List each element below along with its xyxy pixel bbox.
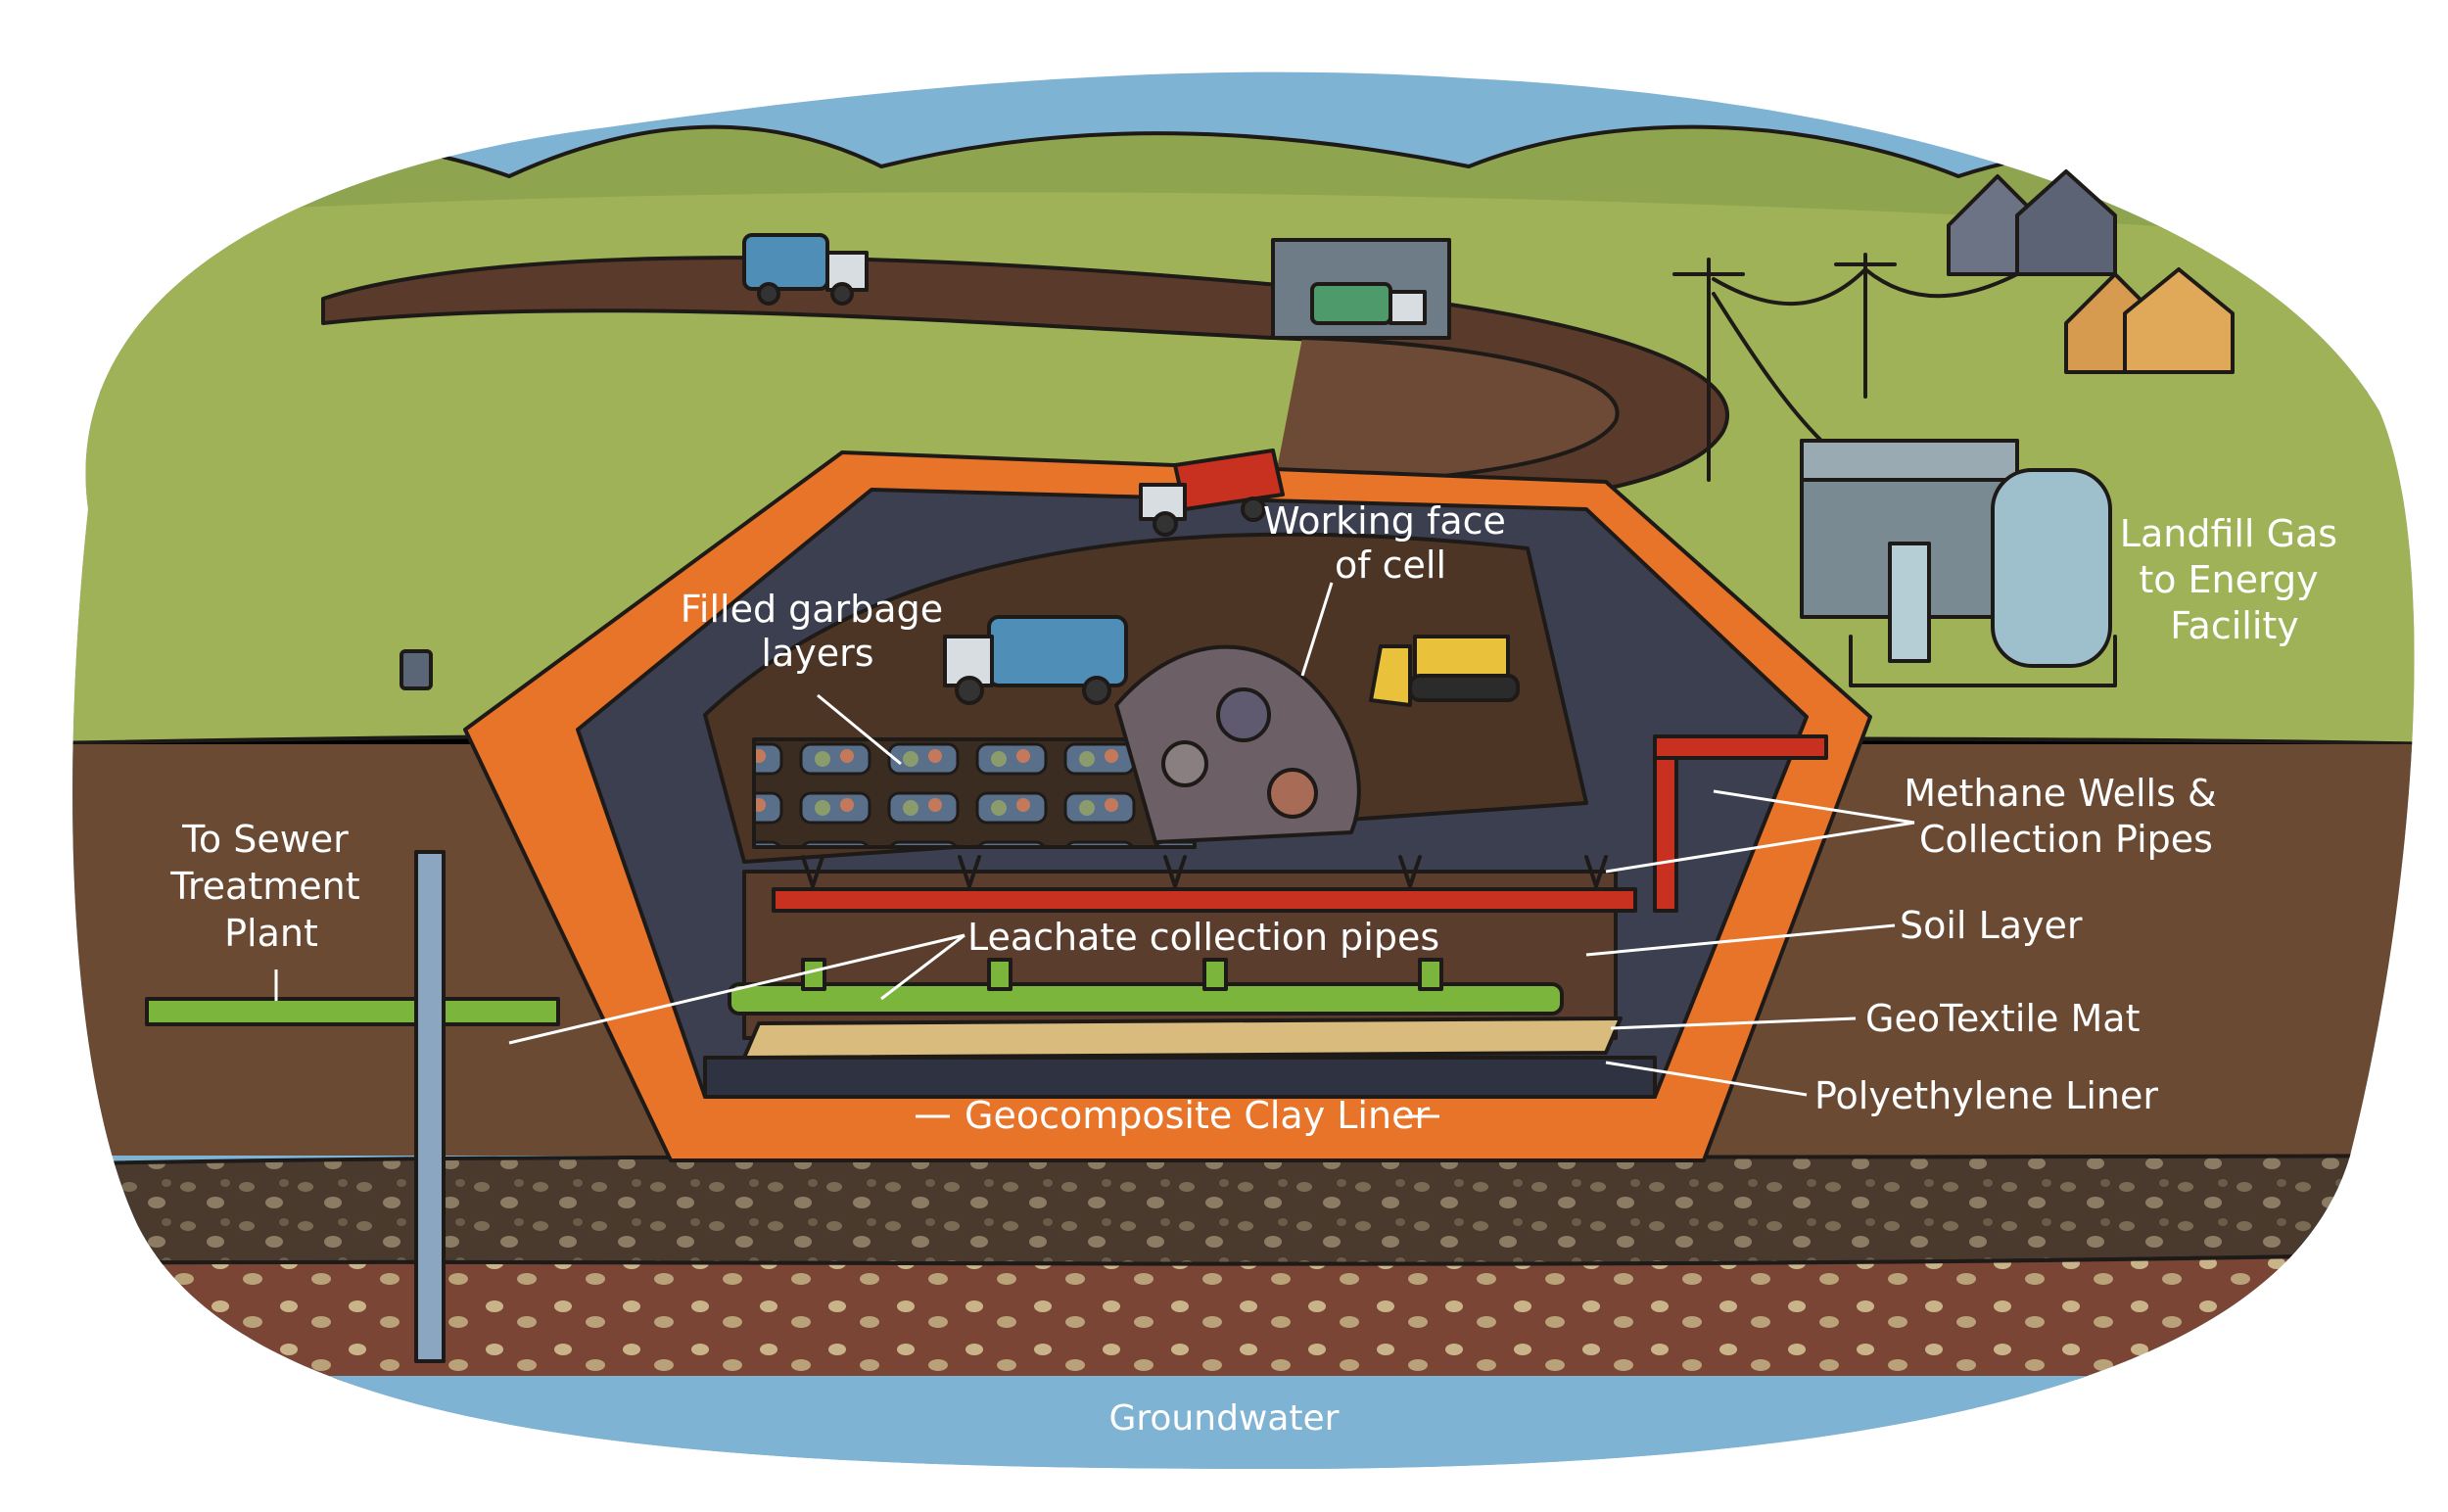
leachate-label: Leachate collection pipes xyxy=(967,916,1439,959)
power-lines xyxy=(1672,253,2019,482)
trash-can xyxy=(400,649,433,690)
filled-garbage-leader xyxy=(817,693,902,766)
methane-well xyxy=(1398,855,1422,888)
geotextile-mat xyxy=(742,1016,1623,1060)
filled-garbage-cells xyxy=(752,737,1197,849)
leachate-riser xyxy=(1202,958,1228,991)
methane-well xyxy=(801,855,824,888)
methane-collection-pipe xyxy=(772,887,1637,913)
garbage-truck-station xyxy=(1271,238,1451,340)
leachate-riser xyxy=(1418,958,1443,991)
sewer-outflow-pipe xyxy=(145,997,560,1026)
leachate-riser xyxy=(801,958,826,991)
leachate-pipe xyxy=(728,982,1564,1016)
compactor-truck xyxy=(943,615,1128,705)
methane-header-pipe xyxy=(1653,734,1828,760)
sewer-label: To Sewer Treatment Plant xyxy=(169,818,371,955)
soil-layer-label: Soil Layer xyxy=(1900,904,2083,947)
rock-stratum xyxy=(72,1154,2415,1266)
working-face-label: Working face of cell xyxy=(1263,499,1518,587)
methane-well xyxy=(958,855,981,888)
rock xyxy=(1216,687,1271,742)
methane-riser-pipe xyxy=(1653,742,1678,913)
dump-truck xyxy=(1139,449,1285,537)
pit-floor xyxy=(703,1056,1657,1099)
methane-well xyxy=(1584,855,1608,888)
filled-garbage-label: Filled garbage layers xyxy=(681,588,955,675)
methane-label: Methane Wells & Collection Pipes xyxy=(1904,772,2228,861)
leachate-leader xyxy=(508,933,965,1045)
rock xyxy=(1161,740,1208,787)
polyethylene-label: Polyethylene Liner xyxy=(1814,1074,2158,1117)
clay-stratum xyxy=(72,1252,2415,1384)
rock xyxy=(1267,768,1318,819)
geotextile-leader xyxy=(1610,1016,1857,1030)
houses xyxy=(1947,169,2235,374)
polyethylene-leader xyxy=(1605,1061,1808,1097)
geotextile-label: GeoTextile Mat xyxy=(1865,997,2140,1040)
working-face-leader xyxy=(1300,582,1334,677)
landfill-gas-energy-facility xyxy=(1800,439,2117,687)
methane-leader xyxy=(1605,789,1915,874)
groundwater-zone xyxy=(72,1376,2415,1469)
leachate-riser xyxy=(987,958,1012,991)
landfill-gas-label: Landfill Gas to Energy Facility xyxy=(2120,512,2349,647)
groundwater-label: Groundwater xyxy=(1109,1398,1340,1439)
garbage-truck-road xyxy=(742,233,869,306)
monitoring-well xyxy=(414,850,446,1363)
bulldozer xyxy=(1369,635,1520,707)
clay-liner-label: Geocomposite Clay Liner xyxy=(965,1094,1430,1137)
soil-layer-leader xyxy=(1585,923,1896,957)
methane-well xyxy=(1163,855,1187,888)
